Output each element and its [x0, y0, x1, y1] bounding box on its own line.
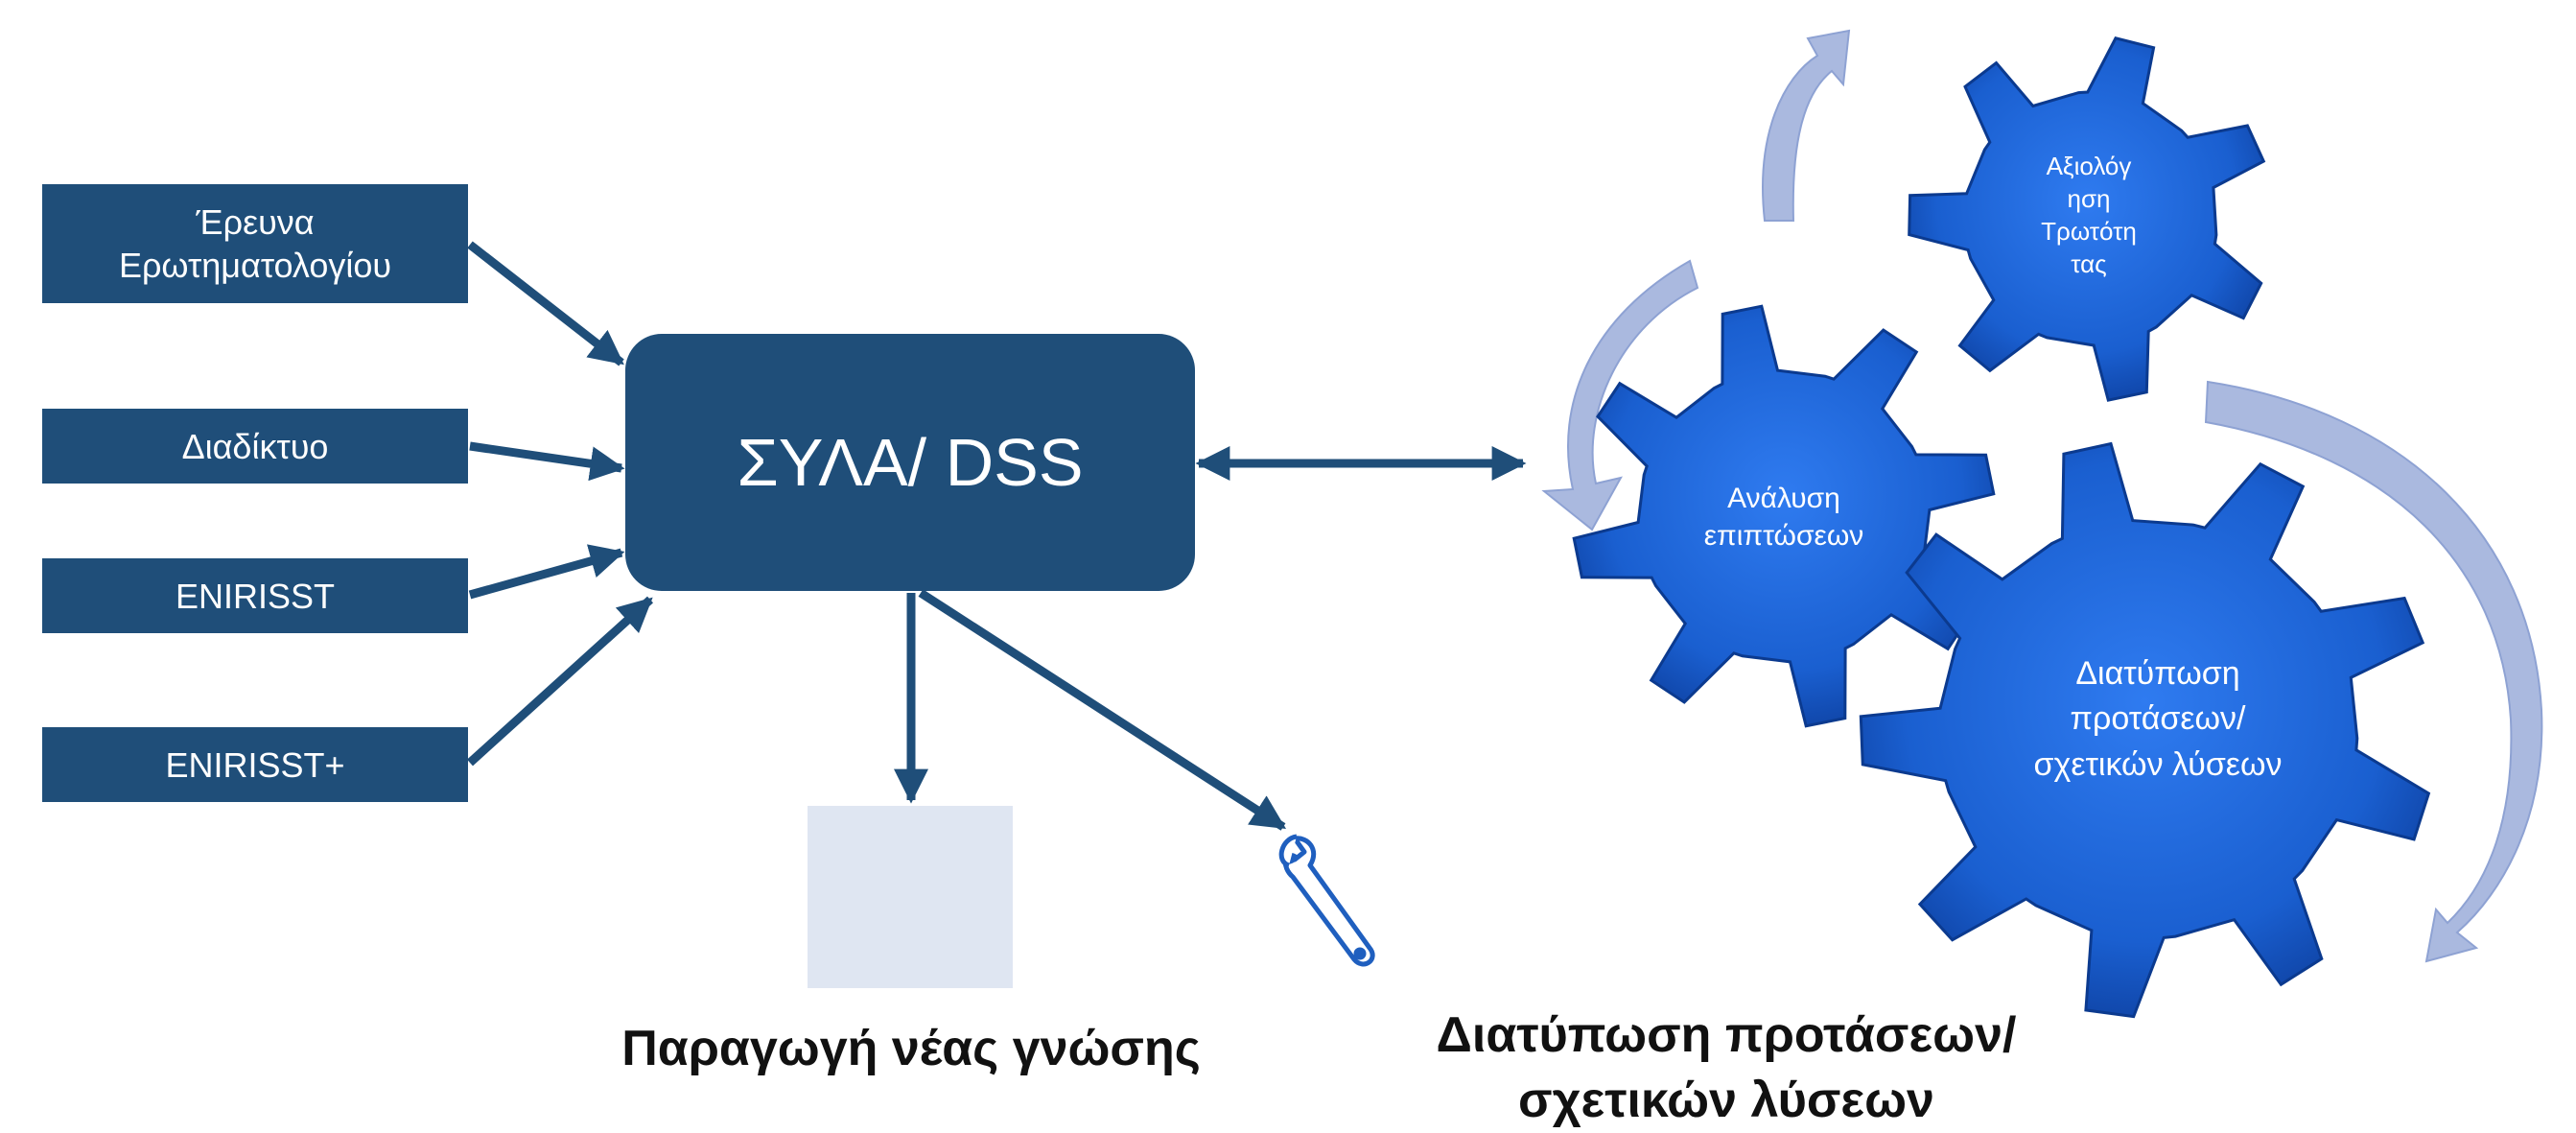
- arrow-enirisst-to-hub: [468, 544, 625, 600]
- source-enirisst: ENIRISST: [42, 558, 468, 633]
- wrench-icon: [1278, 834, 1375, 967]
- source-label: ENIRISST: [175, 576, 336, 616]
- arrow-internet-to-hub: [469, 441, 625, 482]
- gear-group: [1572, 36, 2431, 1019]
- source-label: ENIRISST+: [165, 744, 345, 785]
- gear-solutions: [1859, 441, 2431, 1019]
- source-survey: Έρευνα Ερωτηματολογίου: [42, 184, 468, 303]
- solutions-caption: Διατύπωση προτάσεων/ σχετικών λύσεων: [1436, 1007, 2017, 1128]
- hub-label: ΣΥΛΑ/ DSS: [737, 425, 1084, 500]
- gear-vulnerability: [1908, 36, 2266, 402]
- gear-impact-analysis: [1572, 304, 1996, 728]
- source-enirisst-plus: ENIRISST+: [42, 727, 468, 802]
- arrow-survey-to-hub: [467, 241, 624, 366]
- knowledge-caption: Παραγωγή νέας γνώσης: [621, 1021, 1201, 1076]
- cycle-arrow-icon: [1541, 29, 2543, 963]
- source-label: Διαδίκτυο: [181, 426, 329, 466]
- source-internet: Διαδίκτυο: [42, 409, 468, 484]
- gear-label-vulnerability: Αξιολόγ ηση Τρωτότη τας: [2041, 152, 2137, 278]
- dss-hub: ΣΥΛΑ/ DSS: [625, 334, 1195, 591]
- source-label: Έρευνα Ερωτηματολογίου: [118, 202, 392, 285]
- gear-label-impact-analysis: Ανάλυση επιπτώσεων: [1703, 483, 1864, 552]
- knowledge-icon-tile: [808, 806, 1013, 988]
- arrow-hub-to-solutions: [918, 589, 1287, 831]
- arrow-enirisstplus-to-hub: [466, 596, 654, 767]
- gear-label-solutions: Διατύπωση προτάσεων/ σχετικών λύσεων: [2033, 654, 2283, 783]
